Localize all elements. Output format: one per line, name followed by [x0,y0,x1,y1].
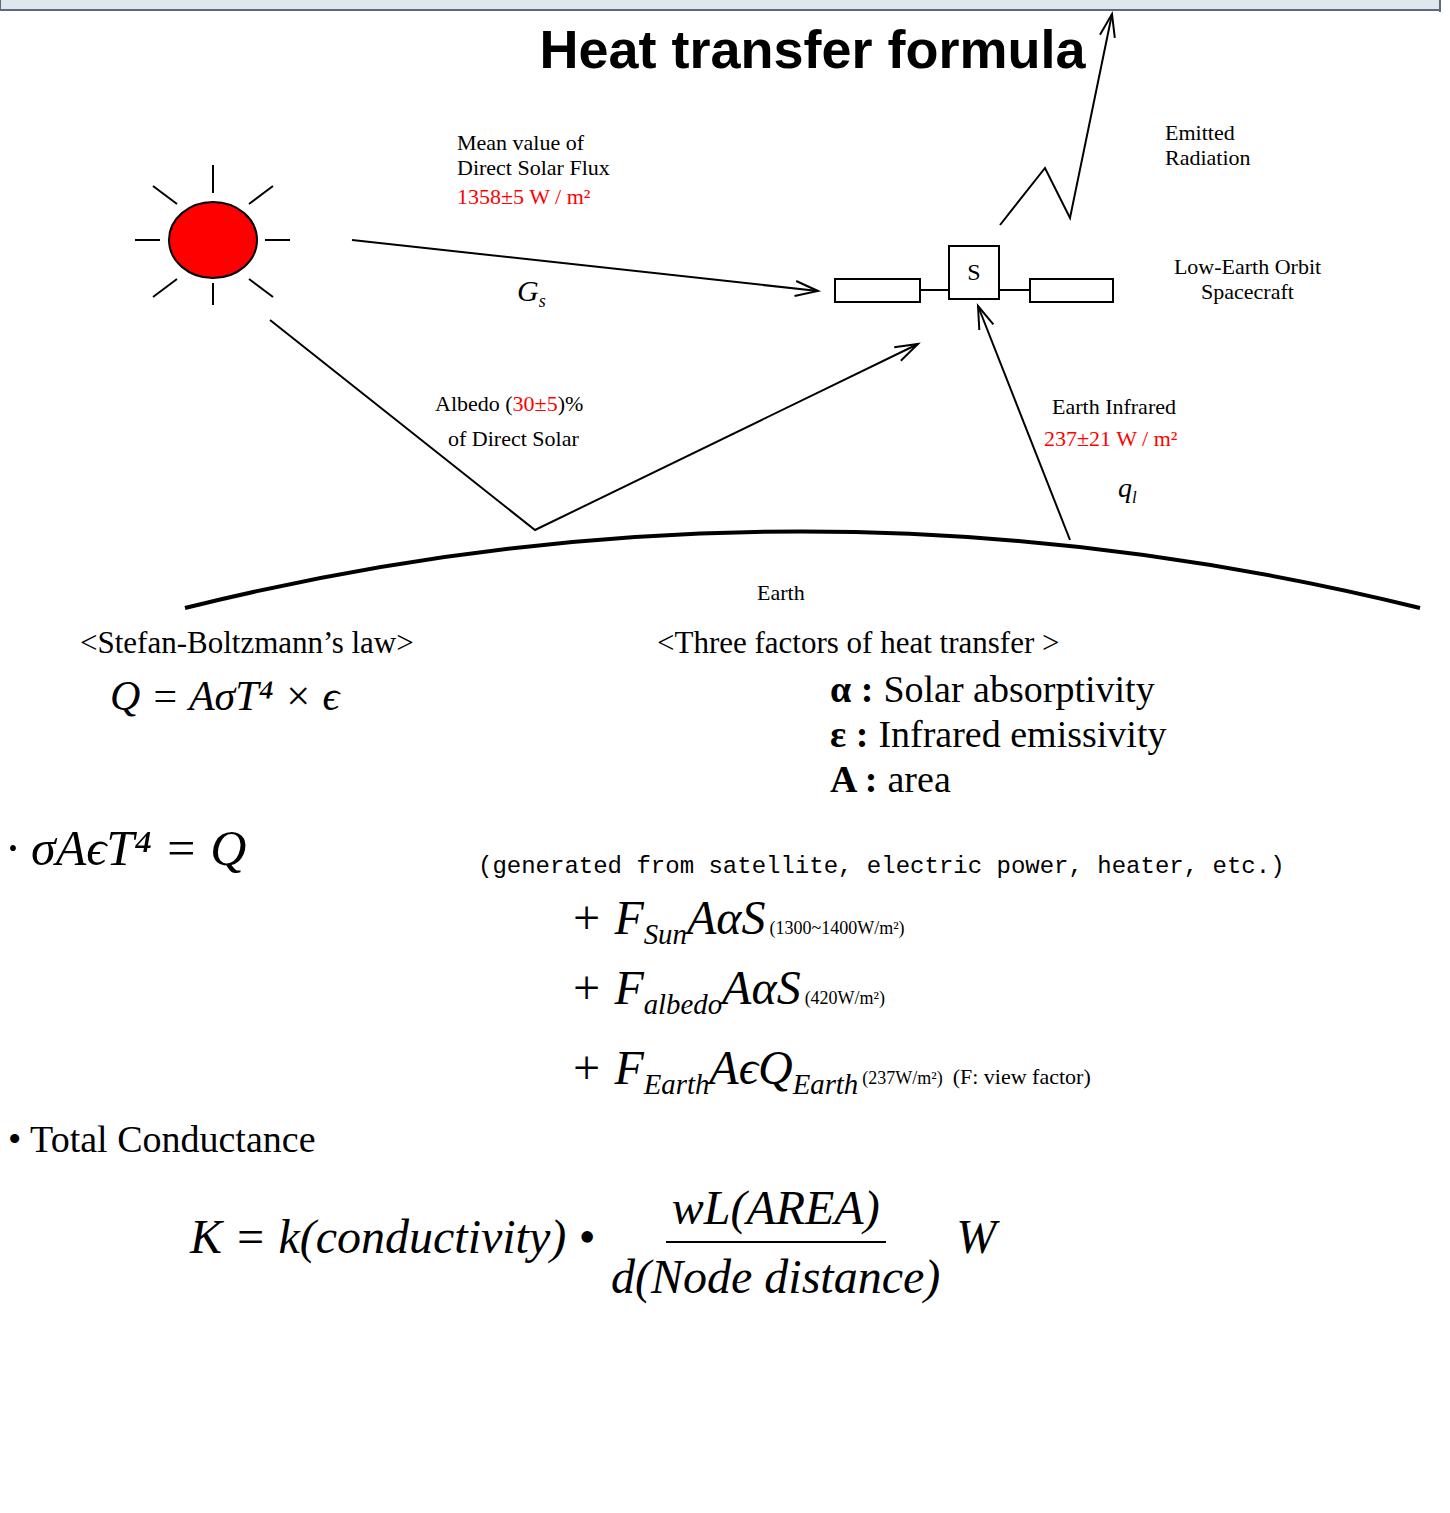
label: + F [570,1041,644,1094]
arrow-head [1100,14,1115,38]
label-group: · σAϵT⁴ = Q [6,820,246,878]
top-bar [0,0,1440,10]
albedo-arrow [270,320,918,530]
label: s [539,291,546,311]
label: G [517,274,539,307]
label-group: α :Solar absorptivity [830,668,1155,712]
label-group: K = k(conductivity) •wL(AREA)d(Node dist… [190,1180,996,1304]
label: AϵQ [709,1041,792,1094]
label: 237±21 W / m² [1044,426,1177,451]
label: Infrared emissivity [878,713,1166,755]
label: (1300~1400W/m²) [769,918,904,938]
sun [169,202,257,278]
earth-infrared-arrow [978,306,1070,540]
label: ε : [830,713,868,755]
label: A : [830,758,878,800]
label: Earth [793,1068,859,1100]
top-bar-edge [1439,0,1441,12]
sun-rays [135,165,290,305]
label: Albedo ( [435,391,513,416]
label: (generated from satellite, electric powe… [478,853,1285,880]
label-group: A :area [830,758,951,802]
label-group: Albedo (30±5)% [435,391,583,416]
label-group: Gs [517,274,546,312]
label: (F: view factor) [953,1064,1091,1089]
label: K = k(conductivity) • [190,1210,595,1263]
label-group: (generated from satellite, electric powe… [478,853,1285,881]
label-group: 237±21 W / m² [1044,426,1177,451]
label: Earth [644,1068,710,1100]
label: AαS [687,891,766,944]
label-group: Mean value of Direct Solar Flux [457,130,629,181]
arrow-head [978,306,993,330]
label: Q = AσT⁴ × ϵ [110,673,340,719]
label-group: ε : Infrared emissivity [830,713,1166,757]
label: Solar absorptivity [883,668,1154,710]
label: Earth Infrared [1052,394,1176,419]
label-group: ql [1118,472,1137,507]
label-group: Earth [757,580,805,605]
label-group: Q = AσT⁴ × ϵ [110,672,340,720]
label: l [1132,488,1137,507]
label: 30±5 [513,391,558,416]
label: + F [570,961,644,1014]
node-text: S [967,259,980,286]
label-group: of Direct Solar [448,426,579,451]
title: Heat transfer formula [0,18,1450,80]
earth-arc [185,532,1420,609]
arrow-line [978,306,1070,540]
label-group: + FSunAαS(1300~1400W/m²) [570,890,905,951]
label: <Three factors of heat transfer > [657,625,1059,660]
fraction: wL(AREA)d(Node distance) [605,1180,946,1304]
solar-flux-arrow [352,240,818,296]
label: wL(AREA) [666,1180,886,1243]
label: Sun [644,918,687,950]
arrow-head [894,344,918,361]
label: <Stefan-Boltzmann’s law> [80,625,414,660]
label-group: <Three factors of heat transfer > [657,625,1059,661]
label-group: Low-Earth Orbit Spacecraft [1140,254,1355,305]
label: + F [570,891,644,944]
label: (237W/m²) [862,1068,942,1088]
label: α : [830,668,873,710]
label: albedo [644,988,722,1020]
label-group: <Stefan-Boltzmann’s law> [80,625,414,661]
label: Earth [757,580,805,605]
label-group: Emitted Radiation [1165,120,1285,171]
arrow-head [795,281,818,296]
label-group: • Total Conductance [8,1118,316,1162]
radiation-arrows [270,14,1115,540]
label: • Total Conductance [8,1118,316,1160]
label: of Direct Solar [448,426,579,451]
label: Emitted Radiation [1165,120,1251,170]
label-group: + FEarthAϵQEarth(237W/m²)(F: view factor… [570,1040,1091,1101]
label: · σAϵT⁴ = Q [6,820,246,876]
label: AαS [722,961,801,1014]
label: Mean value of Direct Solar Flux [457,130,610,180]
arrow-line [270,320,918,530]
label: q [1118,472,1132,503]
label: Low-Earth Orbit Spacecraft [1174,254,1321,304]
label: d(Node distance) [605,1243,946,1304]
label-group: + FalbedoAαS(420W/m²) [570,960,885,1021]
label: )% [558,391,584,416]
arrow-line [352,240,818,291]
label: W [956,1210,996,1263]
label-group: Earth Infrared [1052,394,1176,419]
label: area [888,758,951,800]
label: (420W/m²) [805,988,885,1008]
label: 1358±5 W / m² [457,184,590,209]
spacecraft-body: S [948,245,1000,300]
label-group: 1358±5 W / m² [457,184,590,209]
